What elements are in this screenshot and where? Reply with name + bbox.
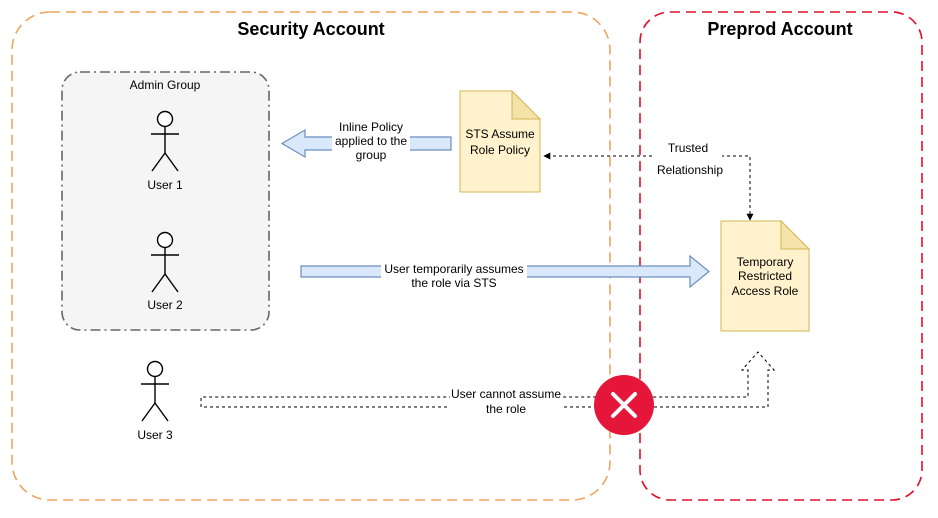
sts-policy-line-2: Role Policy xyxy=(470,143,530,157)
close-icon xyxy=(611,392,637,418)
preprod-account-title: Preprod Account xyxy=(707,19,852,39)
assume-role-line-2: the role via STS xyxy=(411,276,496,290)
inline-policy-line-1: Inline Policy xyxy=(339,120,403,134)
user-1-label: User 1 xyxy=(147,178,183,192)
security-account-title: Security Account xyxy=(237,19,384,39)
role-line-1: Temporary xyxy=(737,255,794,269)
user-3-actor: User 3 xyxy=(137,360,173,442)
denied-line-2: the role xyxy=(486,402,526,416)
security-account-container: Security Account xyxy=(11,11,611,501)
trusted-line-1: Trusted xyxy=(668,141,708,155)
user-icon xyxy=(156,231,174,249)
admin-group-label: Admin Group xyxy=(130,78,201,92)
sts-policy-line-1: STS Assume xyxy=(465,127,535,141)
inline-policy-line-2: applied to the xyxy=(335,134,407,148)
deny-badge xyxy=(594,375,654,435)
inline-policy-line-3: group xyxy=(356,148,387,162)
sts-policy-document: STS Assume Role Policy xyxy=(459,89,542,193)
trusted-relationship-edge: Trusted Relationship xyxy=(543,140,754,221)
assume-role-line-1: User temporarily assumes xyxy=(384,262,523,276)
assume-role-arrow: User temporarily assumes the role via ST… xyxy=(300,254,710,291)
role-line-3: Access Role xyxy=(732,284,799,298)
user-1-actor: User 1 xyxy=(147,110,183,192)
preprod-account-container: Preprod Account xyxy=(639,11,923,501)
user-icon xyxy=(146,360,164,378)
denied-line-1: User cannot assume xyxy=(451,387,561,401)
user-3-label: User 3 xyxy=(137,428,173,442)
user-2-actor: User 2 xyxy=(147,231,183,312)
trusted-line-2: Relationship xyxy=(657,163,723,177)
denied-assumption-edge: User cannot assume the role xyxy=(200,351,776,418)
temporary-role-document: Temporary Restricted Access Role xyxy=(720,219,811,332)
role-line-2: Restricted xyxy=(738,269,792,283)
user-icon xyxy=(156,110,174,128)
user-2-label: User 2 xyxy=(147,298,183,312)
admin-group: Admin Group xyxy=(61,71,270,331)
inline-policy-arrow: Inline Policy applied to the group xyxy=(280,120,452,164)
